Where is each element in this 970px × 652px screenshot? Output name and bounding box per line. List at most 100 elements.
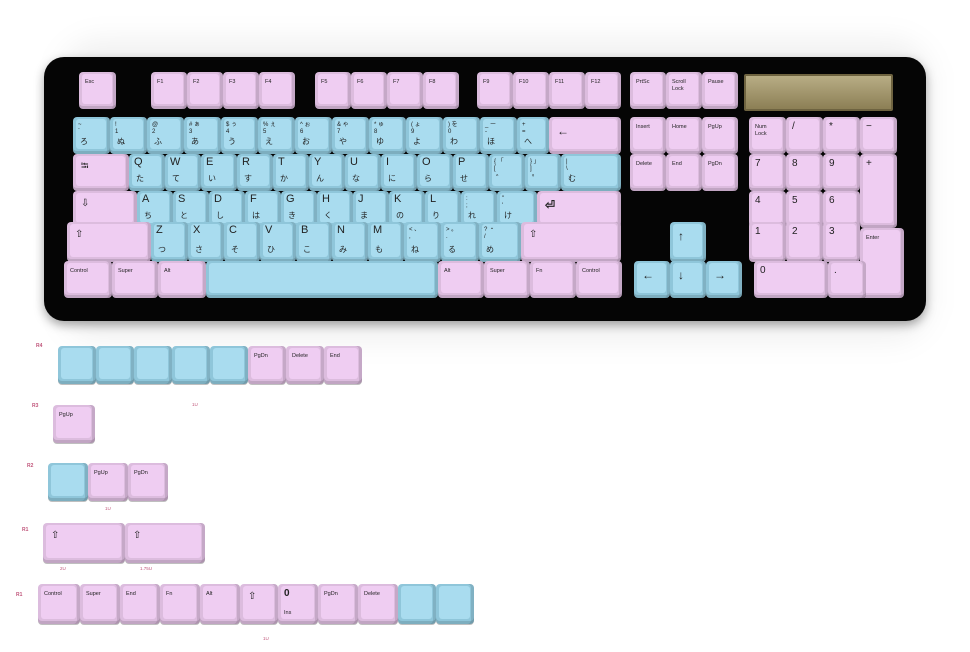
key-np0[interactable]: 0 — [754, 261, 828, 298]
key-r0-control[interactable]: Control — [38, 584, 80, 624]
key-backspace[interactable]: ← — [549, 117, 621, 154]
key-np4[interactable]: 4 — [749, 191, 786, 228]
key-r4-b[interactable] — [96, 346, 134, 384]
key-pgup[interactable]: PgUp — [702, 117, 738, 154]
key-f2[interactable]: F2 — [187, 72, 223, 109]
key-np8[interactable]: 8 — [786, 154, 823, 191]
key-f11[interactable]: F11 — [549, 72, 585, 109]
key-r0-blue1[interactable] — [398, 584, 436, 624]
key-lbr[interactable]: { 「 [゛ — [489, 154, 525, 191]
key-r4-pgdn[interactable]: PgDn — [248, 346, 286, 384]
key-r4-a[interactable] — [58, 346, 96, 384]
key-tab[interactable]: ⭾ — [73, 154, 129, 191]
key-r0-shift[interactable]: ⇧ — [240, 584, 278, 624]
key-caps[interactable]: ⇩ — [73, 191, 137, 228]
key-pause[interactable]: Pause — [702, 72, 738, 109]
key-home[interactable]: Home — [666, 117, 702, 154]
key-f5[interactable]: F5 — [315, 72, 351, 109]
key-r0-end[interactable]: End — [120, 584, 160, 624]
key-equal[interactable]: + =へ — [517, 117, 549, 154]
key-right[interactable]: → — [706, 261, 742, 298]
key-numlock[interactable]: Num Lock — [749, 117, 786, 154]
key-rctrl[interactable]: Control — [576, 261, 622, 298]
key-r3-pgup[interactable]: PgUp — [53, 405, 95, 443]
key-f12[interactable]: F12 — [585, 72, 621, 109]
key-np-plus[interactable]: + — [860, 154, 897, 228]
key-np-dot[interactable]: . — [828, 261, 866, 298]
key-f9[interactable]: F9 — [477, 72, 513, 109]
key-r0-super[interactable]: Super — [80, 584, 120, 624]
key-bsl[interactable]: | \む — [561, 154, 621, 191]
key-down[interactable]: ↓ — [670, 261, 706, 298]
key-prtsc[interactable]: PrtSc — [630, 72, 666, 109]
key-f7[interactable]: F7 — [387, 72, 423, 109]
key-rbr[interactable]: } 」 ]゜ — [525, 154, 561, 191]
key-np5[interactable]: 5 — [786, 191, 823, 228]
key-dot[interactable]: > 。 .る — [441, 222, 479, 262]
key-np1[interactable]: 1 — [749, 222, 786, 262]
key-comma[interactable]: < 、 ,ね — [404, 222, 441, 262]
key-r1-shift175[interactable]: ⇧ — [125, 523, 205, 563]
key-f8[interactable]: F8 — [423, 72, 459, 109]
key-lshift[interactable]: ⇧ — [67, 222, 151, 262]
key-rsuper[interactable]: Super — [484, 261, 530, 298]
key-r4-end[interactable]: End — [324, 346, 362, 384]
key-np3[interactable]: 3 — [823, 222, 860, 262]
key-f4[interactable]: F4 — [259, 72, 295, 109]
key-r1-shift2u[interactable]: ⇧ — [43, 523, 125, 563]
key-pgdn[interactable]: PgDn — [702, 154, 738, 191]
key-rshift[interactable]: ⇧ — [521, 222, 621, 262]
key-np-enter[interactable]: Enter — [860, 228, 904, 298]
key-up[interactable]: ↑ — [670, 222, 706, 262]
key-np7[interactable]: 7 — [749, 154, 786, 191]
key-r0-pgdn[interactable]: PgDn — [318, 584, 358, 624]
key-r0-fn[interactable]: Fn — [160, 584, 200, 624]
key-np-star[interactable]: * — [823, 117, 860, 154]
key-np6[interactable]: 6 — [823, 191, 860, 228]
key-ralt[interactable]: Alt — [438, 261, 484, 298]
key-scroll[interactable]: Scroll Lock — [666, 72, 702, 109]
key-space[interactable] — [206, 261, 438, 298]
key-r0-alt[interactable]: Alt — [200, 584, 240, 624]
key-end[interactable]: End — [666, 154, 702, 191]
key-quot[interactable]: " 'け — [497, 191, 537, 228]
key-slash[interactable]: ? ・ /め — [479, 222, 521, 262]
key-np9[interactable]: 9 — [823, 154, 860, 191]
key-r2-pgdn[interactable]: PgDn — [128, 463, 168, 501]
key-esc[interactable]: Esc — [79, 72, 116, 109]
key-delete[interactable]: Delete — [630, 154, 666, 191]
key-left[interactable]: ← — [634, 261, 670, 298]
key-np-slash[interactable]: / — [786, 117, 823, 154]
key-minus[interactable]: _ ー -ほ — [480, 117, 517, 154]
key-r4-c[interactable] — [134, 346, 172, 384]
key-r4-e[interactable] — [210, 346, 248, 384]
